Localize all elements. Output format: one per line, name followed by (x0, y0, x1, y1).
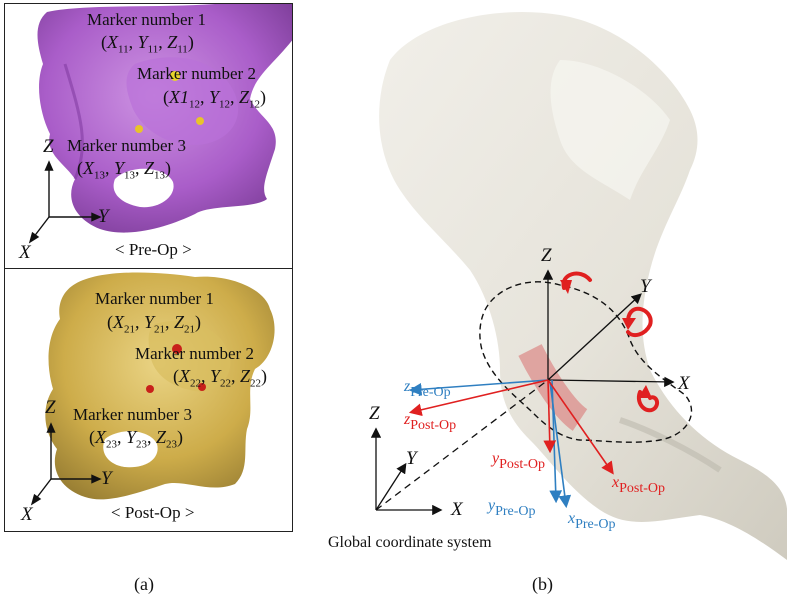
local-axes (542, 269, 675, 388)
y-post-op-label: yPost-Op (492, 450, 546, 472)
local-axis-y-label: Y (640, 276, 651, 297)
post-marker-2-coords: (X22, Y22, Z22) (173, 366, 268, 390)
pre-marker-3-label: Marker number 3 (67, 136, 186, 155)
local-axis-z-label: Z (541, 245, 552, 266)
post-marker-1-coords: (X21, Y21, Z21) (107, 312, 202, 336)
x-post-op-label: xPost-Op (612, 474, 666, 496)
marker-2-dot (198, 383, 206, 391)
pre-op-panel: Marker number 1 (X11, Y11, Z11) Marker n… (4, 3, 293, 270)
global-axis-x-label: X (451, 499, 463, 520)
post-axis-y-label: Y (101, 468, 112, 489)
global-axis-y-label: Y (406, 448, 417, 469)
pre-marker-1-coords: (X11, Y11, Z11) (101, 32, 194, 56)
pelvis-bone-render (379, 12, 787, 560)
panel-b-tag: (b) (532, 574, 553, 594)
marker-2-dot (196, 117, 204, 125)
global-axes (370, 379, 549, 516)
z-pre-op-label: zPre-Op (404, 378, 451, 400)
pre-axis-z-label: Z (43, 136, 54, 157)
rotation-arrows (560, 271, 660, 413)
acetabulum-outline (479, 281, 693, 443)
post-op-panel: Marker number 1 (X21, Y21, Z21) Marker n… (4, 268, 293, 532)
z-post-op-label: zPost-Op (404, 411, 457, 433)
post-op-frame-axes (408, 379, 614, 475)
y-pre-op-label: yPre-Op (488, 497, 536, 519)
pre-marker-2-coords: (X112, Y12, Z12) (163, 87, 267, 111)
post-marker-2-label: Marker number 2 (135, 344, 254, 363)
pre-op-frame-axes (408, 379, 572, 509)
marker-1-dot (170, 71, 180, 81)
pre-op-pelvis-render (28, 4, 292, 244)
post-op-axes (30, 422, 102, 506)
marker-1-dot (172, 344, 182, 354)
acetabulum-highlight (518, 344, 588, 431)
marker-3-dot (135, 125, 143, 133)
post-axis-x-label: X (21, 504, 33, 525)
marker-3-dot (146, 385, 154, 393)
post-marker-3-label: Marker number 3 (73, 405, 192, 424)
pre-axis-x-label: X (19, 242, 31, 263)
pre-axis-y-label: Y (98, 206, 109, 227)
global-coordinate-caption: Global coordinate system (328, 534, 492, 551)
pre-op-axes (28, 160, 102, 244)
pre-marker-3-coords: (X13, Y13, Z13) (77, 158, 172, 182)
pre-marker-1-label: Marker number 1 (87, 10, 206, 29)
post-marker-3-coords: (X23, Y23, Z23) (89, 427, 184, 451)
post-op-caption: < Post-Op > (111, 503, 195, 522)
local-axis-x-label: X (678, 373, 690, 394)
global-axis-z-label: Z (369, 403, 380, 424)
post-op-pelvis-render (30, 272, 275, 506)
panel-a-tag: (a) (134, 574, 154, 594)
post-marker-1-label: Marker number 1 (95, 289, 214, 308)
pre-op-caption: < Pre-Op > (115, 240, 192, 259)
post-axis-z-label: Z (45, 397, 56, 418)
pre-marker-2-label: Marker number 2 (137, 64, 256, 83)
x-pre-op-label: xPre-Op (568, 510, 616, 532)
